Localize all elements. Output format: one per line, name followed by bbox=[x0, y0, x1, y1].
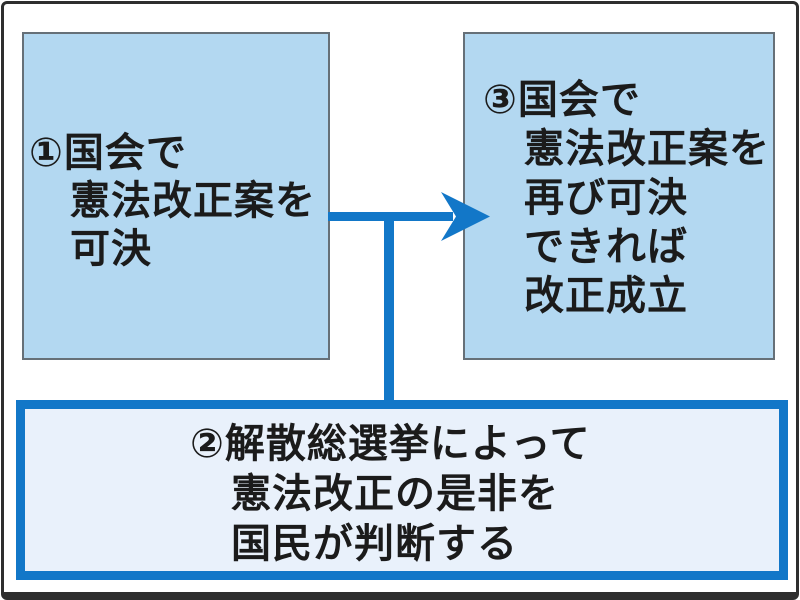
flow-box-step2-label: ②解散総選挙によって 憲法改正の是非を 国民が判断する bbox=[190, 421, 591, 567]
flow-box-step1-diet-passes-amendment: ①国会で 憲法改正案を 可決 bbox=[22, 32, 330, 360]
flow-box-step1-label: ①国会で 憲法改正案を 可決 bbox=[29, 130, 316, 272]
flow-box-step2-general-election-judgement: ②解散総選挙によって 憲法改正の是非を 国民が判断する bbox=[16, 400, 788, 580]
flow-box-step3-diet-repasses-amendment: ③国会で 憲法改正案を 再び可決 できれば 改正成立 bbox=[463, 32, 775, 360]
flow-box-step3-label: ③国会で 憲法改正案を 再び可決 できれば 改正成立 bbox=[483, 77, 770, 319]
